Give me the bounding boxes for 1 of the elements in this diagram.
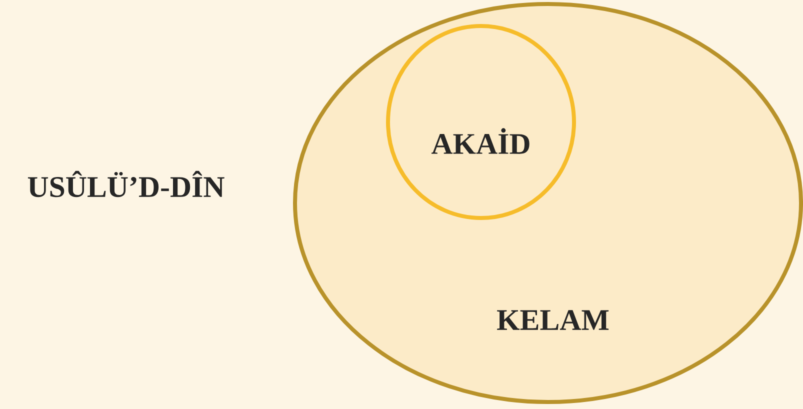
label-text: USÛLÜ’D-DÎN — [28, 170, 224, 198]
